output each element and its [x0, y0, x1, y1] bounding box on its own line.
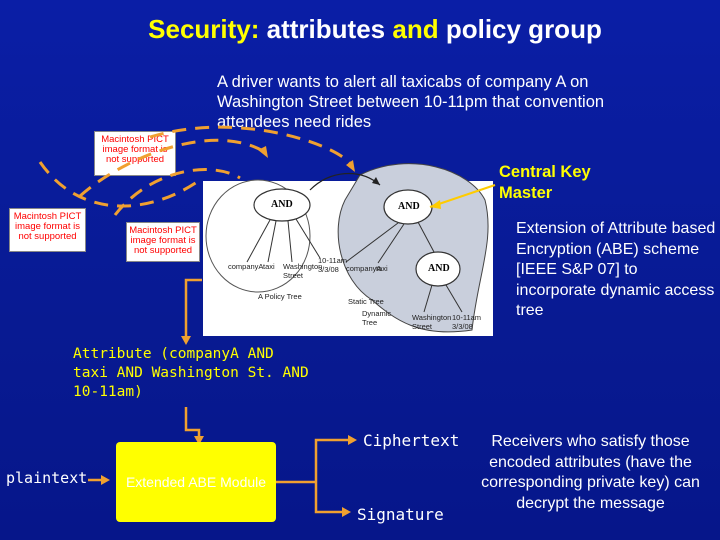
leaf-time-right: 10-11am 3/3/08	[452, 313, 482, 331]
dashed-arc-3	[113, 168, 241, 216]
title-part-1: Security:	[148, 14, 260, 44]
title-part-4: policy group	[445, 14, 602, 44]
pict-image-placeholder-1: Macintosh PICT image format is not suppo…	[94, 131, 176, 176]
leaf-street-left: Washington Street	[283, 262, 323, 280]
plaintext-arrow	[101, 475, 110, 485]
receivers-text: Receivers who satisfy those encoded attr…	[481, 433, 700, 512]
dashed-arc-2	[78, 138, 266, 198]
dynamic-tree-label: Dynamic Tree	[362, 309, 392, 327]
leaf-taxi-left: taxi	[263, 262, 275, 271]
and-node-left	[253, 188, 311, 222]
and-label-left: AND	[271, 199, 293, 210]
and-label-right-top: AND	[398, 201, 420, 212]
ciphertext-label: Ciphertext	[363, 431, 460, 450]
pict-image-placeholder-3: Macintosh PICT image format is not suppo…	[126, 222, 200, 262]
central-key-master-label: Central Key Master	[499, 163, 591, 202]
static-tree-label: Static Tree	[348, 297, 384, 306]
dashed-arc-4	[149, 125, 354, 167]
title-part-3: and	[392, 14, 439, 44]
leaf-company-right: companyA	[346, 264, 382, 273]
and-label-right-bottom: AND	[428, 263, 450, 274]
dynamic-tree-shape	[337, 163, 489, 333]
title-part-2: attributes	[266, 14, 386, 44]
attribute-text: Attribute (companyA AND taxi AND Washing…	[73, 346, 309, 400]
leaf-street-right: Washington Street	[412, 313, 452, 331]
key-master-arrow	[430, 200, 441, 209]
policy-tree-label: A Policy Tree	[258, 292, 302, 301]
dashed-arc-1	[38, 161, 201, 208]
extended-abe-module: Extended ABE Module	[116, 442, 276, 522]
scenario-description: A driver wants to alert all taxicabs of …	[217, 73, 605, 131]
pict-image-placeholder-2: Macintosh PICT image format is not suppo…	[9, 208, 86, 252]
plaintext-label: plaintext	[6, 469, 88, 487]
leaf-taxi-right: taxi	[376, 264, 388, 273]
slide-title: Security: attributes and policy group	[0, 14, 720, 45]
leaf-time-left: 10-11am 3/3/08	[318, 256, 348, 274]
signature-arrow	[342, 507, 351, 517]
ciphertext-arrow	[348, 435, 357, 445]
signature-label: Signature	[357, 505, 444, 524]
module-label: Extended ABE Module	[125, 473, 267, 490]
leaf-company-left: companyA	[228, 262, 264, 271]
arrow-down-to-module	[194, 436, 204, 445]
arrow-down-to-attribute	[181, 336, 191, 345]
abe-extension-text: Extension of Attribute based Encryption …	[516, 220, 716, 319]
and-node-right-bottom	[415, 251, 461, 287]
